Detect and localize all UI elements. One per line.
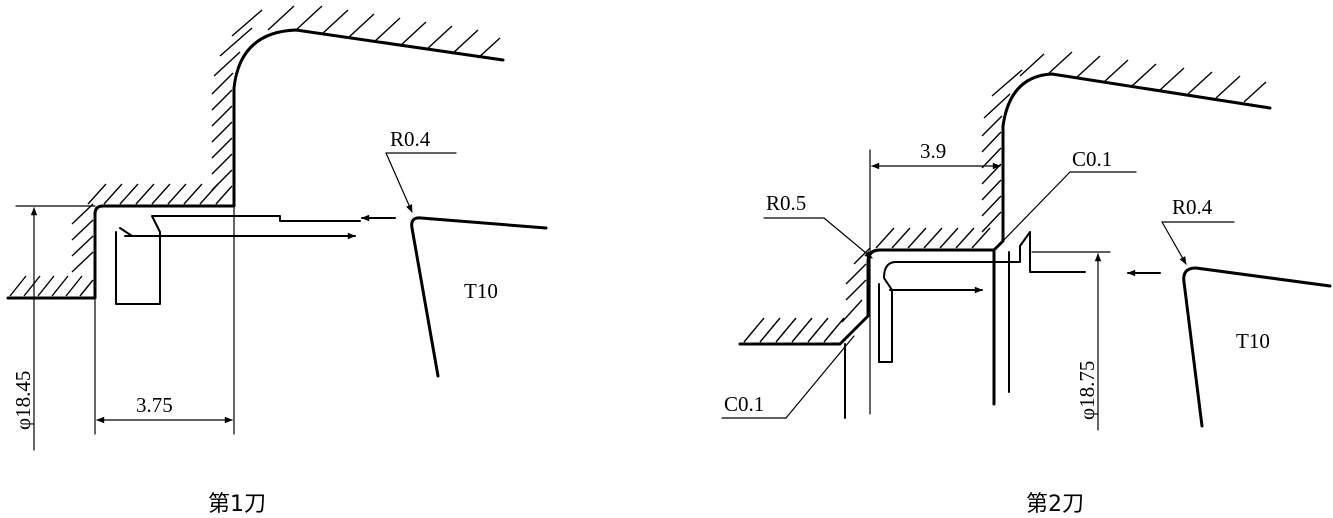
tool-insert-right: [1182, 266, 1332, 428]
hatching-left-wall: [211, 9, 263, 191]
radius-callout-right: R0.4: [1161, 195, 1235, 265]
tool-label-left: T10: [464, 279, 498, 303]
hatching-left-step: [71, 203, 94, 273]
caption-first-cut: 第1刀: [208, 492, 266, 517]
length-label-left: 3.75: [136, 393, 173, 417]
hatching-left-shoulder: [87, 183, 233, 205]
chamfer-label-top: C0.1: [1072, 147, 1112, 171]
diameter-dimension-left: φ18.45: [11, 205, 96, 451]
radius-label-right: R0.4: [1172, 195, 1213, 219]
diameter-dimension-right: φ18.75: [1031, 251, 1111, 431]
length-label-right: 3.9: [920, 139, 946, 163]
radius-label-left: R0.4: [390, 127, 431, 151]
hatching-right: [743, 51, 1267, 343]
workpiece-contour-right: [738, 72, 1272, 346]
tool-path-right: [844, 231, 1161, 419]
diameter-label-right: φ18.75: [1075, 361, 1099, 420]
chamfer-label-bottom: C0.1: [724, 392, 764, 416]
caption-second-cut: 第2刀: [1026, 492, 1084, 517]
length-dimension-left: 3.75: [94, 207, 235, 435]
hatching-left-bottom: [9, 275, 94, 297]
diameter-label-left: φ18.45: [11, 371, 35, 430]
first-cut-figure: R0.4 T10 φ18.45 3.75 第1刀: [6, 5, 548, 517]
radius-callout-left: R0.4: [385, 127, 457, 213]
tool-label-right: T10: [1236, 329, 1270, 353]
chamfer-callout-bottom: C0.1: [721, 335, 855, 419]
workpiece-contour-left: [6, 28, 505, 300]
radius-callout-inner: R0.5: [763, 191, 873, 259]
hatching-left-top: [267, 5, 501, 59]
tool-insert-left: [410, 216, 548, 378]
radius-label-inner: R0.5: [766, 191, 806, 215]
length-dimension-right: 3.9: [869, 139, 1001, 415]
second-cut-figure: 3.9 C0.1 R0.5 R0.4 T10 φ18.75: [721, 51, 1332, 517]
chamfer-callout-top: C0.1: [999, 147, 1137, 245]
tool-path-left: [115, 214, 396, 305]
